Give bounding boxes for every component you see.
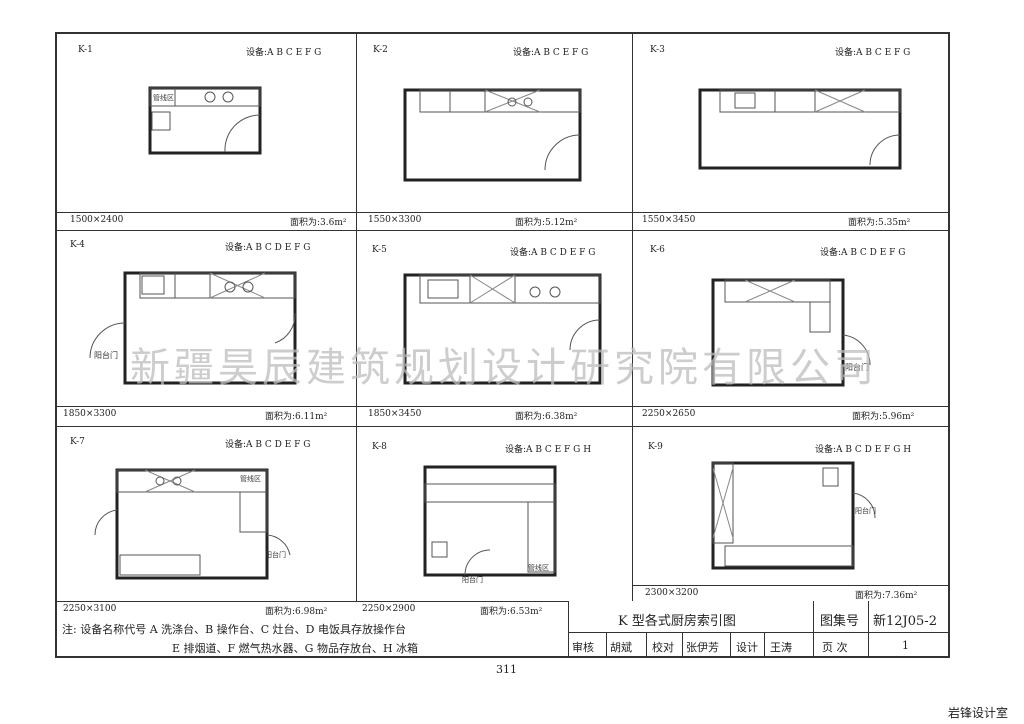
plan-label: 阳台门 [265, 550, 286, 559]
dimensions: 1850×3450 [368, 409, 422, 419]
caption-line [632, 585, 949, 586]
dimensions: 2250×2900 [362, 604, 416, 614]
equipment-list: 设备:A B C D E F G [820, 248, 906, 258]
dimensions: 2250×2650 [642, 409, 696, 419]
grid-divider [632, 33, 633, 601]
grid-divider [56, 426, 949, 427]
equipment-list: 设备:A B C D E F G H [815, 445, 912, 455]
dimensions: 1850×3300 [63, 409, 117, 419]
area: 面积为:6.11m² [265, 412, 328, 422]
plan-label: 阳台门 [845, 362, 869, 372]
dimensions: 2250×3100 [63, 604, 117, 614]
atlas-label: 图集号 [820, 614, 860, 629]
caption-line [56, 406, 949, 407]
plan-label: 阳台门 [94, 350, 118, 360]
area: 面积为:6.38m² [515, 412, 578, 422]
area: 面积为:5.12m² [515, 218, 578, 228]
floor-plan-k2 [403, 88, 582, 182]
equipment-note: 注: 设备名称代号 A 洗涤台、B 操作台、C 灶台、D 电饭具存放操作台 [62, 623, 406, 636]
grid-divider [56, 601, 568, 602]
cell-id: K-8 [372, 442, 387, 452]
studio-watermark: 岩锋设计室 [947, 706, 1008, 720]
area: 面积为:6.98m² [265, 607, 328, 617]
dimensions: 1550×3450 [642, 215, 696, 225]
review-signature: 胡斌 [610, 641, 632, 654]
equipment-list: 设备:A B C D E F G [510, 248, 596, 258]
floor-plan-k7: 管线区 阳台门 [94, 468, 291, 580]
design-signature: 王涛 [770, 641, 792, 654]
equipment-note: E 排烟道、F 燃气热水器、G 物品存放台、H 冰箱 [172, 642, 419, 655]
page-number-cell: 1 [902, 639, 909, 652]
equipment-list: 设备:A B C E F G H [505, 445, 592, 455]
area: 面积为:5.35m² [848, 218, 911, 228]
cell-id: K-1 [78, 45, 93, 55]
grid-divider [56, 230, 949, 231]
equipment-list: 设备:A B C D E F G [225, 243, 311, 253]
floor-plan-k1: 管线区 [148, 86, 262, 155]
cell-id: K-4 [70, 240, 85, 250]
cell-id: K-3 [650, 45, 665, 55]
floor-plan-k9: 阳台门 [711, 461, 876, 570]
dimensions: 1500×2400 [70, 215, 124, 225]
dimensions: 1550×3300 [368, 215, 422, 225]
area: 面积为:7.36m² [855, 591, 918, 601]
plan-label: 管线区 [153, 93, 174, 102]
floor-plan-k5 [403, 273, 602, 385]
floor-plan-k3 [698, 88, 902, 170]
caption-line [56, 212, 949, 213]
plan-label: 阳台门 [855, 506, 876, 515]
design-label: 设计 [736, 641, 758, 654]
floor-plan-k4: 阳台门 [89, 271, 297, 385]
equipment-list: 设备:A B C D E F G [225, 440, 311, 450]
watermark: 新疆昊辰建筑规划设计研究院有限公司 [130, 345, 878, 391]
drawing-title: K 型各式厨房索引图 [618, 614, 736, 629]
area: 面积为:6.53m² [480, 607, 543, 617]
check-signature: 张伊芳 [686, 641, 719, 654]
plan-label: 管线区 [240, 474, 261, 483]
page-number: 311 [496, 663, 517, 676]
area: 面积为:5.96m² [852, 412, 915, 422]
review-label: 审核 [572, 641, 594, 654]
cell-id: K-9 [648, 442, 663, 452]
page-label: 页 次 [822, 641, 848, 654]
floor-plan-k8: 阳台门 管线区 [423, 465, 557, 584]
plan-label: 阳台门 [462, 575, 483, 584]
check-label: 校对 [652, 641, 674, 654]
dimensions: 2300×3200 [645, 588, 699, 598]
floor-plan-k6: 阳台门 [711, 278, 871, 387]
area: 面积为:3.6m² [290, 218, 347, 228]
cell-id: K-2 [373, 45, 388, 55]
cell-id: K-7 [70, 437, 85, 447]
grid-divider [356, 33, 357, 601]
equipment-list: 设备:A B C E F G [246, 48, 322, 58]
atlas-number: 新12J05-2 [873, 614, 937, 629]
drawing-sheet [55, 32, 950, 658]
equipment-list: 设备:A B C E F G [513, 48, 589, 58]
plan-label: 管线区 [528, 563, 549, 572]
cell-id: K-5 [372, 245, 387, 255]
cell-id: K-6 [650, 245, 665, 255]
equipment-list: 设备:A B C E F G [835, 48, 911, 58]
